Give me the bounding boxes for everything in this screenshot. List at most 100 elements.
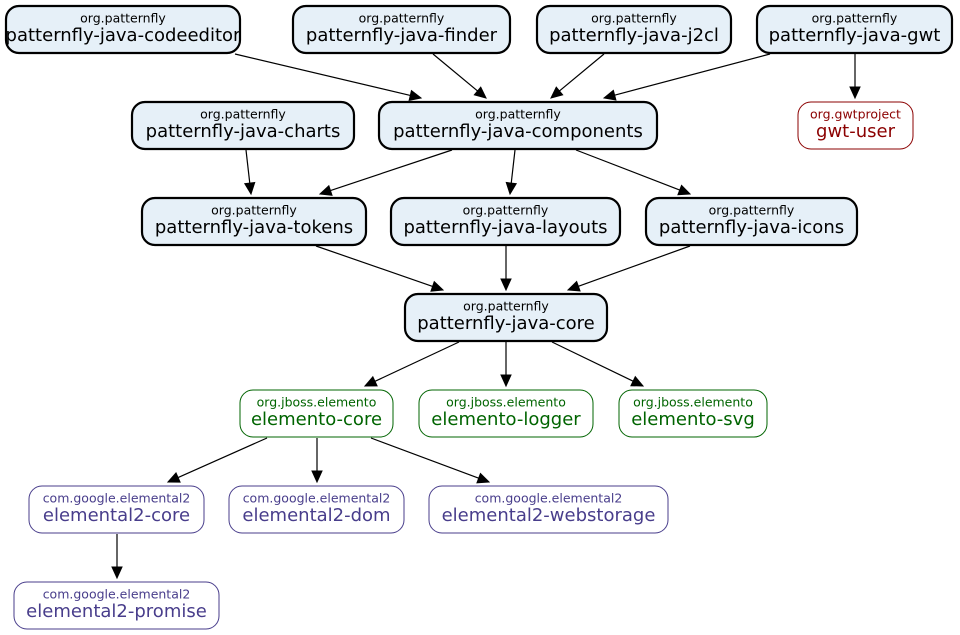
edge-line: [551, 341, 634, 382]
node-group-id: org.patternfly: [475, 107, 561, 122]
node-group-id: org.patternfly: [211, 203, 297, 218]
arrowhead-icon: [111, 566, 123, 580]
node-group-id: org.patternfly: [359, 11, 445, 26]
node-artifact-id: patternfly-java-j2cl: [549, 25, 719, 46]
edge-line: [614, 53, 771, 96]
arrowhead-icon: [166, 472, 181, 483]
edge-line: [177, 437, 268, 479]
edge-finder-to-components: [432, 53, 487, 99]
node-artifact-id: elemental2-core: [43, 505, 190, 526]
arrowhead-icon: [318, 184, 333, 196]
edge-components-to-tokens: [318, 149, 453, 196]
edge-gwt-to-components: [602, 53, 771, 101]
arrowhead-icon: [505, 181, 518, 196]
edge-line: [234, 53, 411, 97]
node-group-id: org.jboss.elemento: [257, 395, 377, 410]
arrowhead-icon: [849, 86, 861, 100]
node-group-id: org.gwtproject: [810, 107, 901, 122]
node-artifact-id: gwt-user: [816, 121, 896, 142]
node-artifact-id: patternfly-java-tokens: [155, 217, 353, 238]
arrowhead-icon: [363, 375, 378, 387]
node-box: [291, 4, 512, 55]
node-artifact-id: patternfly-java-layouts: [403, 217, 607, 238]
edge-line: [510, 149, 516, 184]
edge-tokens-to-core: [315, 245, 445, 292]
arrowhead-icon: [602, 89, 617, 101]
node-group-id: org.patternfly: [591, 11, 677, 26]
edge-line: [578, 245, 691, 287]
edge-gwt-to-gwtuser: [849, 54, 861, 100]
edge-charts-to-tokens: [243, 149, 256, 196]
node-artifact-id: patternfly-java-finder: [306, 25, 498, 46]
node-box: [428, 485, 669, 534]
edge-core-to-el_logger: [500, 342, 512, 388]
edge-line: [370, 437, 479, 479]
node-group-id: org.jboss.elemento: [446, 395, 566, 410]
node-group-id: org.patternfly: [463, 203, 549, 218]
node-box: [13, 581, 220, 630]
node-artifact-id: elemento-logger: [431, 409, 581, 430]
node-box: [755, 4, 954, 55]
arrowhead-icon: [550, 86, 564, 99]
node-group-id: org.patternfly: [812, 11, 898, 26]
arrowhead-icon: [630, 375, 645, 387]
node-group-id: org.jboss.elemento: [633, 395, 753, 410]
arrowhead-icon: [430, 280, 445, 292]
edge-core-to-el_svg: [551, 341, 645, 387]
arrowhead-icon: [500, 374, 512, 388]
node-box: [389, 196, 622, 247]
arrowhead-icon: [566, 280, 581, 292]
node-box: [4, 4, 242, 55]
node-box: [618, 389, 768, 438]
node-artifact-id: patternfly-java-core: [417, 313, 595, 334]
node-group-id: com.google.elemental2: [243, 491, 391, 506]
arrowhead-icon: [408, 89, 423, 101]
node-artifact-id: patternfly-java-icons: [659, 217, 844, 238]
node-box: [28, 485, 205, 534]
edge-codeeditor-to-components: [234, 53, 423, 101]
edges-layer: [111, 53, 861, 580]
node-box: [797, 101, 914, 150]
arrowhead-icon: [311, 470, 323, 484]
nodes-layer: org.patternflypatternfly-java-codeeditor…: [4, 4, 954, 630]
edge-line: [245, 149, 251, 184]
edge-components-to-layouts: [505, 149, 518, 196]
edge-line: [315, 245, 433, 287]
node-box: [228, 485, 405, 534]
node-box: [644, 196, 859, 247]
edge-el_core-to-e2_webstorage: [370, 437, 491, 484]
node-group-id: com.google.elemental2: [475, 491, 623, 506]
arrowhead-icon: [473, 86, 487, 99]
node-artifact-id: elemental2-promise: [26, 601, 207, 622]
node-box: [377, 100, 659, 151]
arrowhead-icon: [476, 472, 491, 484]
node-artifact-id: patternfly-java-charts: [146, 121, 341, 142]
arrowhead-icon: [500, 278, 512, 292]
node-box: [130, 100, 356, 151]
node-group-id: com.google.elemental2: [43, 587, 191, 602]
node-box: [239, 389, 394, 438]
node-box: [403, 292, 609, 343]
arrowhead-icon: [677, 184, 692, 196]
node-artifact-id: elemento-svg: [631, 409, 755, 430]
edge-el_core-to-e2_core: [166, 437, 268, 483]
edge-e2_core-to-e2_promise: [111, 534, 123, 580]
node-box: [140, 196, 368, 247]
edge-line: [432, 53, 478, 92]
edge-components-to-icons: [575, 149, 692, 196]
edge-core-to-el_core: [363, 341, 460, 387]
